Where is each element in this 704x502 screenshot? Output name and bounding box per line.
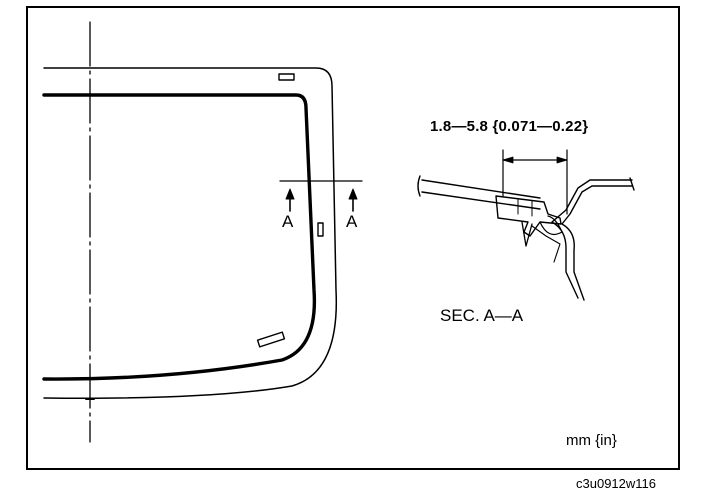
molding-section (495, 195, 562, 237)
top-spacer (278, 73, 295, 81)
adhesive-bead (539, 215, 563, 235)
figure-code: c3u0912w116 (576, 476, 656, 491)
dimension-label: 1.8—5.8 {0.071—0.22} (430, 118, 589, 135)
molding-line (42, 93, 317, 381)
body-panel-outer (561, 185, 633, 301)
section-arrow-left-head (285, 188, 295, 200)
dim-arrow-right (556, 156, 568, 164)
section-arrow-label-left: A (282, 212, 294, 231)
side-spacer (317, 222, 324, 237)
glass-section-bottom (421, 191, 541, 210)
body-panel-inner (551, 179, 633, 299)
molding-clip (521, 221, 533, 247)
glass-outer-outline (43, 67, 338, 399)
section-arrow-right-head (348, 188, 358, 200)
bottom-spacer (256, 331, 286, 348)
glass-section-top (421, 179, 541, 199)
inner-trim (531, 225, 561, 263)
section-label: SEC. A—A (440, 306, 524, 325)
diagram-frame (26, 6, 680, 470)
section-arrow-label-right: A (346, 212, 358, 231)
glass-section-end (417, 175, 421, 197)
unit-label: mm {in} (566, 432, 617, 449)
dim-arrow-left (502, 156, 514, 164)
body-panel-end (629, 177, 635, 191)
